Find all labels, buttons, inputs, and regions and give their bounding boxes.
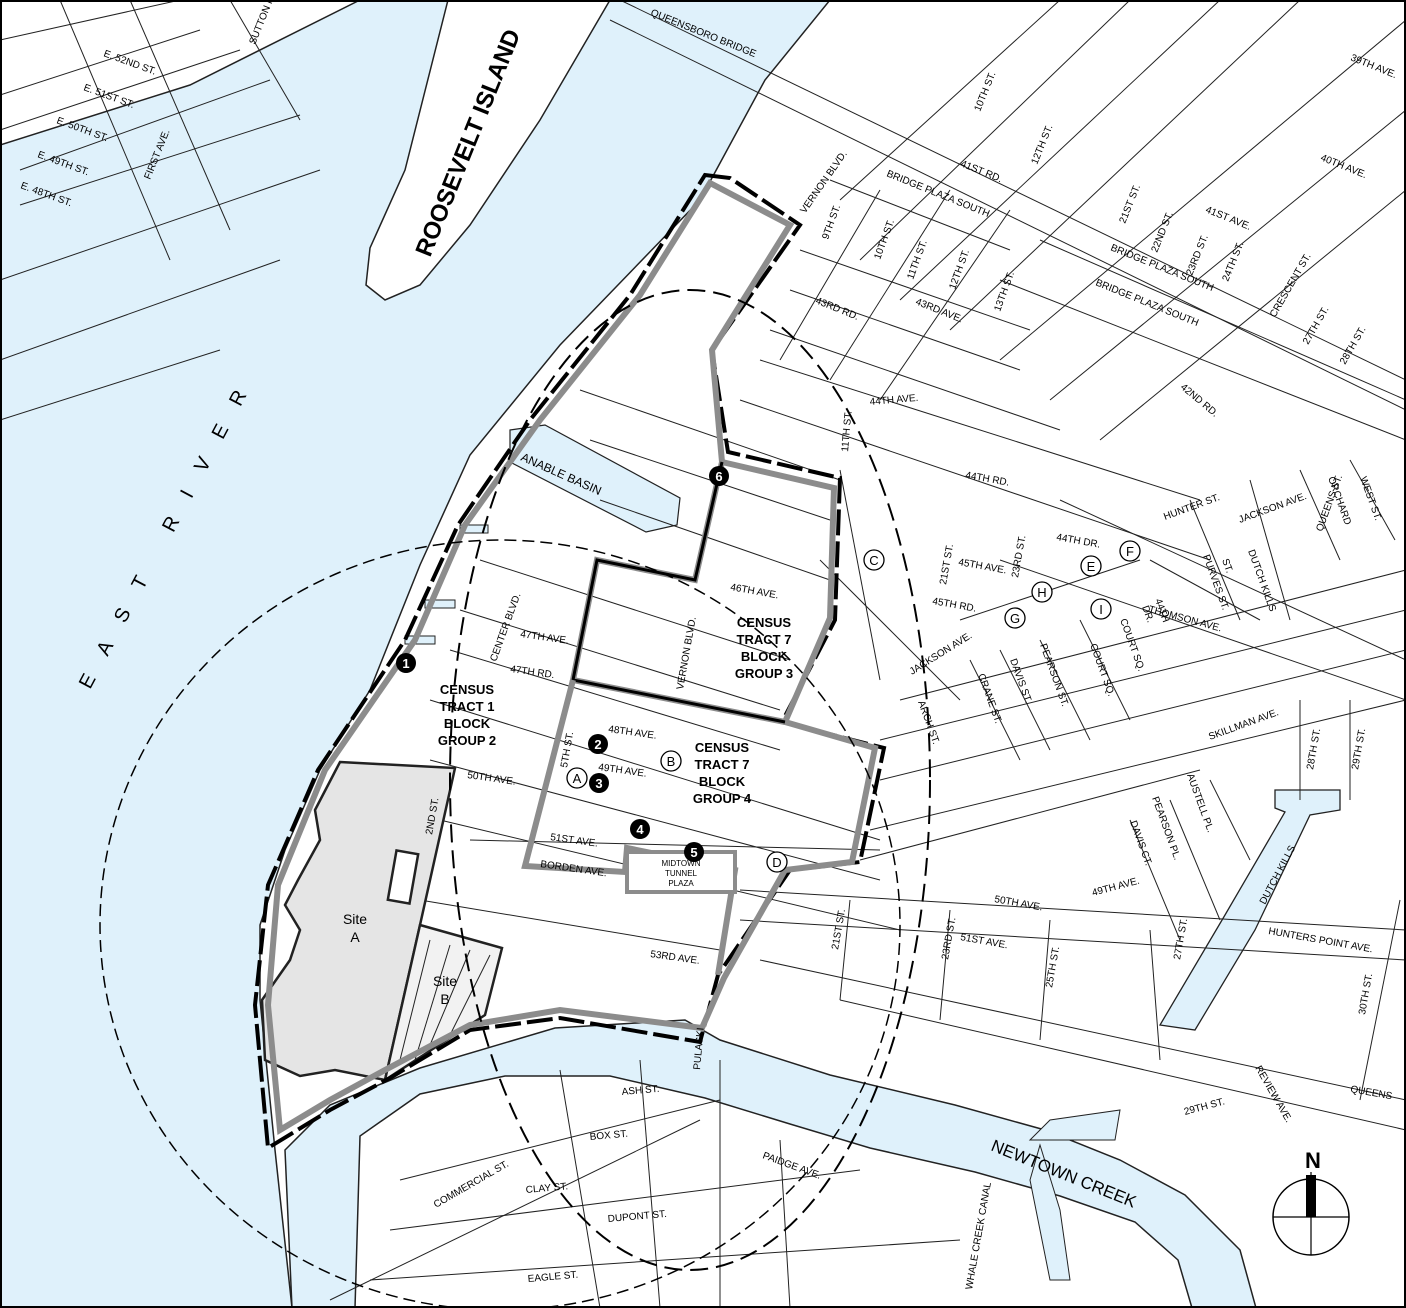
- svg-text:B: B: [440, 991, 449, 1007]
- svg-text:F: F: [1126, 544, 1134, 559]
- svg-text:CLAY ST.: CLAY ST.: [525, 1181, 568, 1196]
- svg-text:6: 6: [715, 469, 722, 484]
- site-b-label: Site B: [433, 973, 457, 1007]
- marker-c[interactable]: C: [863, 549, 885, 571]
- svg-text:I: I: [1099, 602, 1103, 617]
- svg-text:EAGLE ST.: EAGLE ST.: [527, 1270, 578, 1285]
- svg-text:C: C: [869, 553, 878, 568]
- pier: [424, 599, 456, 609]
- svg-text:B: B: [667, 754, 676, 769]
- east-river-water: [0, 0, 831, 1308]
- marker-1[interactable]: 1: [396, 653, 416, 673]
- svg-text:GROUP 2: GROUP 2: [438, 733, 496, 748]
- marker-a[interactable]: A: [566, 767, 588, 789]
- marker-e[interactable]: E: [1080, 555, 1102, 577]
- svg-text:BOX ST.: BOX ST.: [589, 1129, 628, 1143]
- whale-creek-canal-water: [1029, 1143, 1071, 1281]
- roosevelt-island: [365, 0, 611, 301]
- svg-text:ASH ST.: ASH ST.: [621, 1084, 660, 1098]
- marker-f[interactable]: F: [1119, 540, 1141, 562]
- svg-text:TRACT 7: TRACT 7: [737, 632, 792, 647]
- marker-2[interactable]: 2: [588, 734, 608, 754]
- radius-circle-outer: [449, 289, 931, 1271]
- svg-text:ST.: ST.: [1219, 557, 1234, 574]
- north-arrow-compass: N: [1272, 1148, 1350, 1256]
- svg-text:11TH ST.: 11TH ST.: [840, 411, 855, 453]
- svg-text:BLOCK: BLOCK: [741, 649, 788, 664]
- svg-text:TRACT 1: TRACT 1: [440, 699, 495, 714]
- svg-text:GROUP 4: GROUP 4: [693, 791, 752, 806]
- site-a-label: Site A: [343, 911, 367, 945]
- creek-slip: [1028, 1109, 1121, 1141]
- dutch-kills-water: [1158, 789, 1341, 1031]
- svg-text:CENSUS: CENSUS: [695, 740, 750, 755]
- svg-text:2: 2: [594, 737, 601, 752]
- svg-text:CENSUS: CENSUS: [440, 682, 495, 697]
- census-tract-boundary: [264, 179, 879, 1136]
- svg-text:H: H: [1037, 585, 1046, 600]
- svg-text:G: G: [1010, 611, 1020, 626]
- svg-text:GROUP 3: GROUP 3: [735, 666, 793, 681]
- svg-text:Site: Site: [343, 911, 367, 927]
- marker-h[interactable]: H: [1031, 581, 1053, 603]
- tract-7-bg3-label: CENSUS TRACT 7 BLOCK GROUP 3: [735, 615, 793, 681]
- svg-text:CENSUS: CENSUS: [737, 615, 792, 630]
- marker-4[interactable]: 4: [630, 819, 650, 839]
- site-b: [383, 923, 504, 1083]
- svg-text:3: 3: [595, 776, 602, 791]
- marker-5[interactable]: 5: [684, 842, 704, 862]
- svg-text:4: 4: [636, 822, 644, 837]
- svg-text:D: D: [772, 855, 781, 870]
- midtown-tunnel-plaza: [625, 850, 737, 894]
- svg-text:Site: Site: [433, 973, 457, 989]
- svg-text:5: 5: [690, 845, 697, 860]
- svg-text:BLOCK: BLOCK: [699, 774, 746, 789]
- svg-text:A: A: [573, 771, 582, 786]
- marker-3[interactable]: 3: [589, 773, 609, 793]
- svg-text:TRACT 7: TRACT 7: [695, 757, 750, 772]
- site-a-building: [386, 849, 420, 905]
- midtown-tunnel-plaza-label: MIDTOWN TUNNEL PLAZA: [662, 859, 701, 888]
- marker-i[interactable]: I: [1090, 598, 1112, 620]
- marker-d[interactable]: D: [766, 851, 788, 873]
- study-area-boundary: [252, 172, 887, 1152]
- svg-text:1: 1: [402, 656, 409, 671]
- svg-text:DUPONT ST.: DUPONT ST.: [607, 1209, 667, 1225]
- marker-b[interactable]: B: [660, 750, 682, 772]
- svg-text:MIDTOWN: MIDTOWN: [662, 859, 701, 868]
- svg-text:BLOCK: BLOCK: [444, 716, 491, 731]
- tract-1-bg2-label: CENSUS TRACT 1 BLOCK GROUP 2: [438, 682, 496, 748]
- svg-text:44TH AVE.: 44TH AVE.: [869, 393, 919, 408]
- svg-text:E: E: [1087, 559, 1096, 574]
- newtown-creek-water: [284, 1019, 1257, 1308]
- svg-text:PLAZA: PLAZA: [668, 879, 694, 888]
- svg-text:PULASKI: PULASKI: [692, 1027, 707, 1070]
- svg-text:TUNNEL: TUNNEL: [665, 869, 698, 878]
- compass-label: N: [1305, 1148, 1321, 1173]
- tract-7-bg4-label: CENSUS TRACT 7 BLOCK GROUP 4: [693, 740, 752, 806]
- marker-g[interactable]: G: [1004, 607, 1026, 629]
- site-b-hatch: [399, 939, 491, 1061]
- marker-6[interactable]: 6: [709, 466, 729, 486]
- radius-circle-inner: [99, 539, 901, 1308]
- north-arrow-icon: [1306, 1175, 1316, 1217]
- svg-text:A: A: [350, 929, 360, 945]
